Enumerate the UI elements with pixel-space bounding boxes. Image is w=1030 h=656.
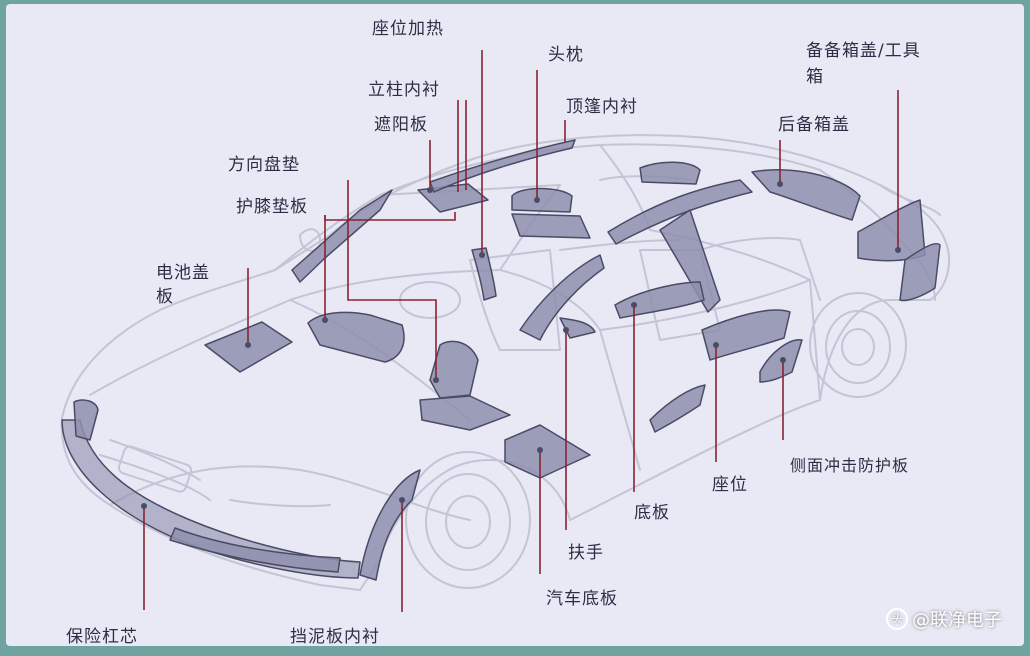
dot-rear-shelf — [777, 181, 783, 187]
watermark: 头 @联净电子 — [886, 606, 1002, 632]
label-bumper-core: 保险杠芯 — [66, 622, 138, 647]
dot-bumper — [141, 503, 147, 509]
label-armrest: 扶手 — [568, 538, 604, 563]
dot-battery — [245, 342, 251, 348]
dot-seat-heater — [479, 252, 485, 258]
diagram-background — [6, 4, 1024, 646]
label-sun-visor: 遮阳板 — [374, 110, 428, 135]
label-roof-liner: 顶篷内衬 — [566, 92, 638, 117]
label-rear-shelf: 后备箱盖 — [778, 110, 850, 135]
part-rear-headrest — [640, 162, 700, 184]
dot-armrest — [563, 327, 569, 333]
label-fender-liner: 挡泥板内衬 — [290, 622, 380, 647]
dot-sun-visor — [427, 187, 433, 193]
dot-car-floor — [537, 447, 543, 453]
watermark-text: @联净电子 — [912, 606, 1002, 632]
dot-steering — [433, 377, 439, 383]
label-knee-pad: 护膝垫板 — [236, 192, 308, 217]
label-steering-cushion: 方向盘垫 — [228, 150, 300, 175]
dot-headrest — [534, 197, 540, 203]
watermark-logo-icon: 头 — [886, 608, 908, 630]
dot-seat — [713, 342, 719, 348]
dot-knee — [322, 317, 328, 323]
label-car-floor: 汽车底板 — [546, 584, 618, 609]
label-spare-box-cover-2: 箱 — [806, 62, 824, 87]
label-side-impact: 侧面冲击防护板 — [790, 452, 909, 476]
label-spare-box-cover-1: 备备箱盖/工具 — [806, 36, 921, 61]
label-pillar-liner: 立柱内衬 — [368, 75, 440, 100]
dot-fender — [399, 497, 405, 503]
label-battery-cover-1: 电池盖 — [156, 258, 210, 283]
label-headrest: 头枕 — [548, 40, 584, 65]
label-battery-cover-2: 板 — [156, 282, 174, 307]
label-seat-heater: 座位加热 — [372, 14, 444, 39]
dot-floor — [631, 302, 637, 308]
part-headrest — [512, 189, 572, 213]
label-seat: 座位 — [712, 470, 748, 495]
label-floor-panel: 底板 — [634, 498, 670, 523]
dot-side — [780, 357, 786, 363]
dot-spare — [895, 247, 901, 253]
